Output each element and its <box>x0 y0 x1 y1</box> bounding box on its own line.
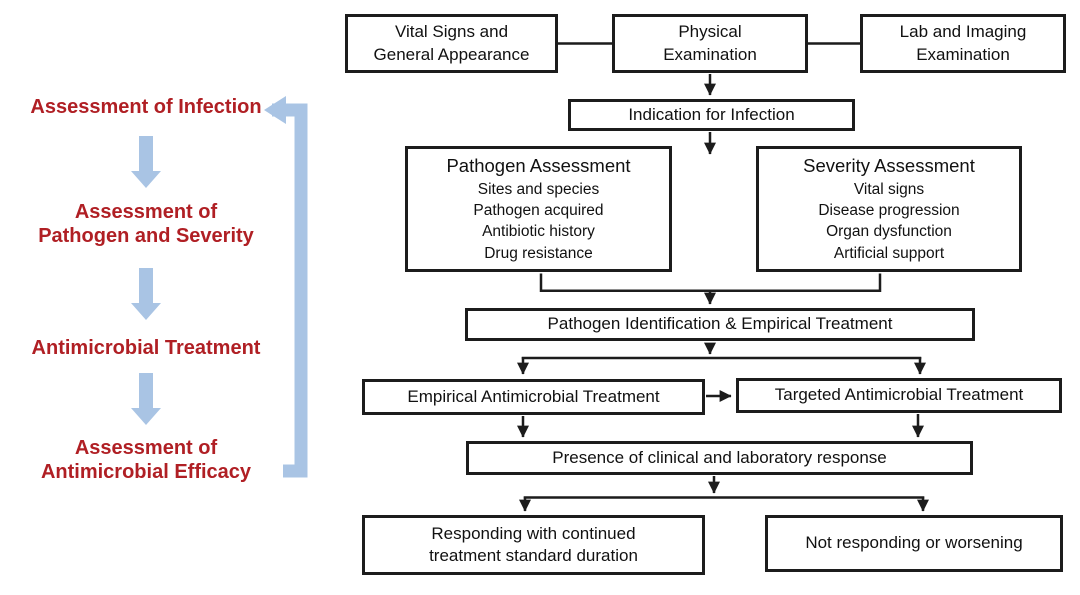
feedback-loop-arrow <box>264 96 308 478</box>
box-vital-signs: Vital Signs and General Appearance <box>345 14 558 73</box>
box-indication-for-infection: Indication for Infection <box>568 99 855 131</box>
cycle-step-pathogen-severity: Assessment of Pathogen and Severity <box>38 201 254 248</box>
cycle-down-arrow-1 <box>131 136 161 188</box>
box-targeted-treatment-label: Targeted Antimicrobial Treatment <box>774 385 1024 405</box>
box-not-responding-label: Not responding or worsening <box>805 533 1023 553</box>
severity-assessment-item: Disease progression <box>818 202 960 220</box>
box-clinical-response-label: Presence of clinical and laboratory resp… <box>552 447 887 467</box>
box-responding: Responding with continued treatment stan… <box>362 515 705 575</box>
connector-assessments-join <box>539 273 882 292</box>
box-pathogen-assessment: Pathogen Assessment Sites and species Pa… <box>405 146 672 272</box>
box-physical-examination-label: Physical Examination <box>663 22 757 64</box>
pathogen-assessment-item: Drug resistance <box>484 244 593 262</box>
severity-assessment-item: Vital signs <box>853 180 925 198</box>
box-physical-examination: Physical Examination <box>612 14 808 73</box>
box-responding-label: Responding with continued treatment stan… <box>429 523 638 565</box>
box-targeted-treatment: Targeted Antimicrobial Treatment <box>736 378 1062 413</box>
box-pathogen-identification: Pathogen Identification & Empirical Trea… <box>465 308 975 341</box>
box-clinical-response: Presence of clinical and laboratory resp… <box>466 441 973 475</box>
cycle-down-arrow-2 <box>131 268 161 320</box>
pathogen-assessment-title: Pathogen Assessment <box>446 154 631 176</box>
severity-assessment-title: Severity Assessment <box>803 154 975 176</box>
pathogen-assessment-item: Sites and species <box>477 180 600 198</box>
box-not-responding: Not responding or worsening <box>765 515 1063 572</box>
box-lab-imaging: Lab and Imaging Examination <box>860 14 1066 73</box>
cycle-step-treatment: Antimicrobial Treatment <box>31 337 261 359</box>
box-empirical-treatment: Empirical Antimicrobial Treatment <box>362 379 705 415</box>
cycle-down-arrow-3 <box>131 373 161 425</box>
pathogen-assessment-item: Pathogen acquired <box>473 202 604 220</box>
severity-assessment-item: Organ dysfunction <box>826 223 952 241</box>
box-empirical-treatment-label: Empirical Antimicrobial Treatment <box>407 386 660 406</box>
box-indication-label: Indication for Infection <box>628 104 795 124</box>
pathogen-assessment-item: Antibiotic history <box>482 223 595 241</box>
box-lab-imaging-label: Lab and Imaging Examination <box>899 22 1027 64</box>
cycle-step-infection: Assessment of Infection <box>30 96 262 118</box>
severity-assessment-item: Artificial support <box>833 244 945 262</box>
flow-connectors <box>517 42 929 512</box>
cycle-step-efficacy: Assessment of Antimicrobial Efficacy <box>40 437 252 484</box>
box-vital-signs-label: Vital Signs and General Appearance <box>373 22 530 64</box>
box-severity-assessment: Severity Assessment Vital signs Disease … <box>756 146 1022 272</box>
box-pathogen-identification-label: Pathogen Identification & Empirical Trea… <box>547 314 893 334</box>
